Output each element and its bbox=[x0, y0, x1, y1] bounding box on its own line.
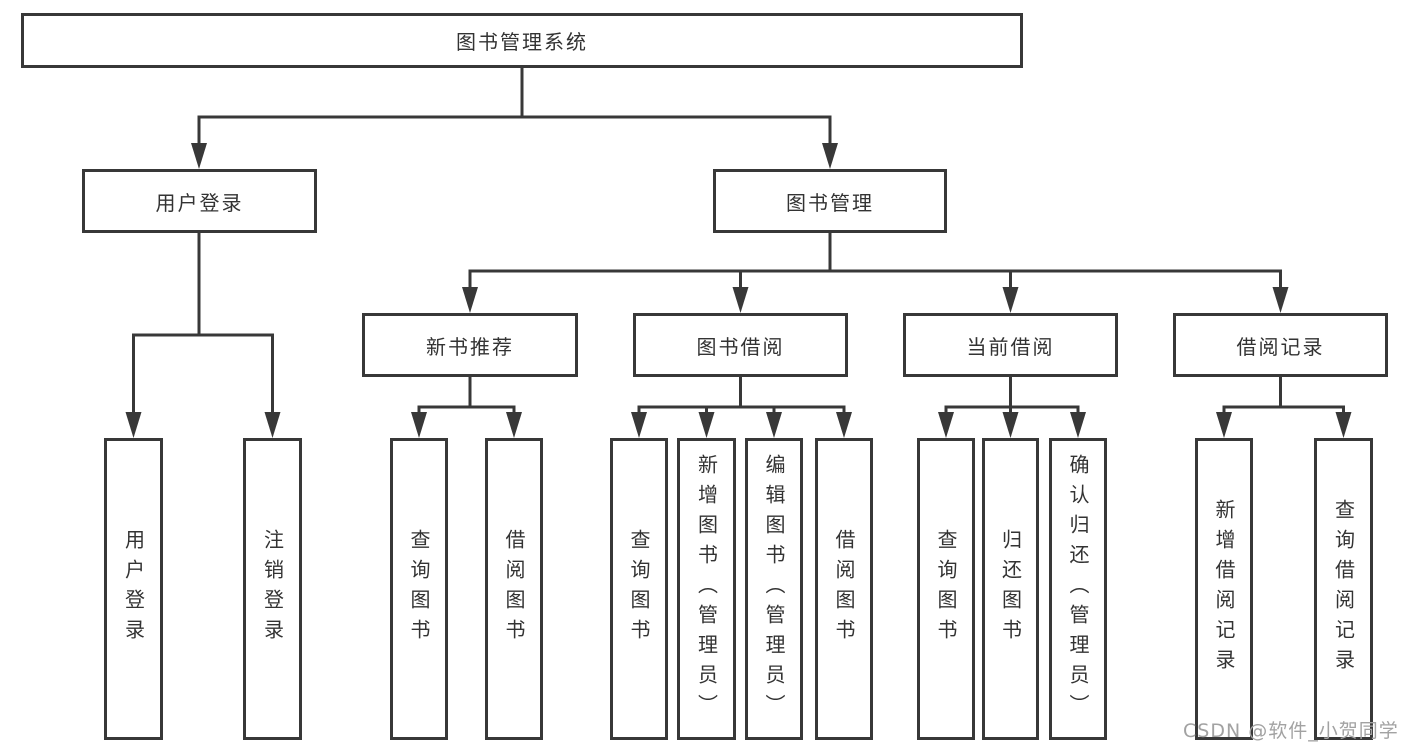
leaf-edit-book-admin: 编辑图书（管理员） bbox=[745, 438, 803, 740]
leaf-borrow-books-recommend-label: 借阅图书 bbox=[502, 529, 526, 649]
connector-book-management-to-level3 bbox=[462, 233, 1289, 313]
leaf-query-books-borrow-label: 查询图书 bbox=[627, 529, 651, 649]
csdn-watermark: CSDN @软件_小贺同学 bbox=[1183, 720, 1399, 742]
leaf-query-borrow-record-label: 查询借阅记录 bbox=[1331, 499, 1356, 679]
leaf-query-books-recommend: 查询图书 bbox=[390, 438, 448, 740]
leaf-query-books-recommend-label: 查询图书 bbox=[407, 529, 431, 649]
connector-current-borrow-to-leaves bbox=[938, 377, 1086, 438]
leaf-add-book-admin: 新增图书（管理员） bbox=[677, 438, 736, 740]
leaf-confirm-return-admin-label: 确认归还（管理员） bbox=[1066, 454, 1090, 724]
connector-new-book-recommend-to-leaves bbox=[411, 377, 522, 438]
connector-root-to-level2 bbox=[191, 68, 838, 169]
leaf-query-books-borrow: 查询图书 bbox=[610, 438, 668, 740]
node-new-book-recommend-label: 新书推荐 bbox=[426, 334, 514, 359]
node-root-label: 图书管理系统 bbox=[456, 30, 588, 54]
leaf-add-borrow-record-label: 新增借阅记录 bbox=[1212, 499, 1236, 679]
node-borrow-records: 借阅记录 bbox=[1173, 313, 1388, 377]
connector-user-login-to-leaves bbox=[125, 233, 281, 438]
leaf-return-book-label: 归还图书 bbox=[998, 529, 1023, 649]
leaf-logout-label: 注销登录 bbox=[260, 529, 285, 649]
leaf-user-login-label: 用户登录 bbox=[121, 529, 146, 649]
node-book-management-label: 图书管理 bbox=[786, 190, 874, 215]
node-book-management: 图书管理 bbox=[713, 169, 947, 233]
connector-borrow-records-to-leaves bbox=[1216, 377, 1352, 438]
leaf-query-books-current: 查询图书 bbox=[917, 438, 975, 740]
leaf-borrow-books-borrow: 借阅图书 bbox=[815, 438, 873, 740]
leaf-add-borrow-record: 新增借阅记录 bbox=[1195, 438, 1253, 740]
node-root: 图书管理系统 bbox=[21, 13, 1023, 68]
connector-book-borrow-to-leaves bbox=[631, 377, 852, 438]
node-user-login: 用户登录 bbox=[82, 169, 317, 233]
node-user-login-label: 用户登录 bbox=[155, 190, 244, 215]
leaf-borrow-books-borrow-label: 借阅图书 bbox=[832, 529, 856, 649]
leaf-query-borrow-record: 查询借阅记录 bbox=[1314, 438, 1373, 740]
node-borrow-records-label: 借阅记录 bbox=[1236, 334, 1325, 359]
leaf-edit-book-admin-label: 编辑图书（管理员） bbox=[762, 454, 786, 724]
node-new-book-recommend: 新书推荐 bbox=[362, 313, 578, 377]
node-book-borrow: 图书借阅 bbox=[633, 313, 848, 377]
leaf-logout: 注销登录 bbox=[243, 438, 302, 740]
leaf-user-login: 用户登录 bbox=[104, 438, 163, 740]
leaf-query-books-current-label: 查询图书 bbox=[934, 529, 958, 649]
node-current-borrow-label: 当前借阅 bbox=[966, 334, 1055, 359]
leaf-borrow-books-recommend: 借阅图书 bbox=[485, 438, 543, 740]
leaf-add-book-admin-label: 新增图书（管理员） bbox=[694, 454, 719, 724]
leaf-return-book: 归还图书 bbox=[982, 438, 1039, 740]
leaf-confirm-return-admin: 确认归还（管理员） bbox=[1049, 438, 1107, 740]
node-current-borrow: 当前借阅 bbox=[903, 313, 1118, 377]
node-book-borrow-label: 图书借阅 bbox=[696, 334, 785, 359]
